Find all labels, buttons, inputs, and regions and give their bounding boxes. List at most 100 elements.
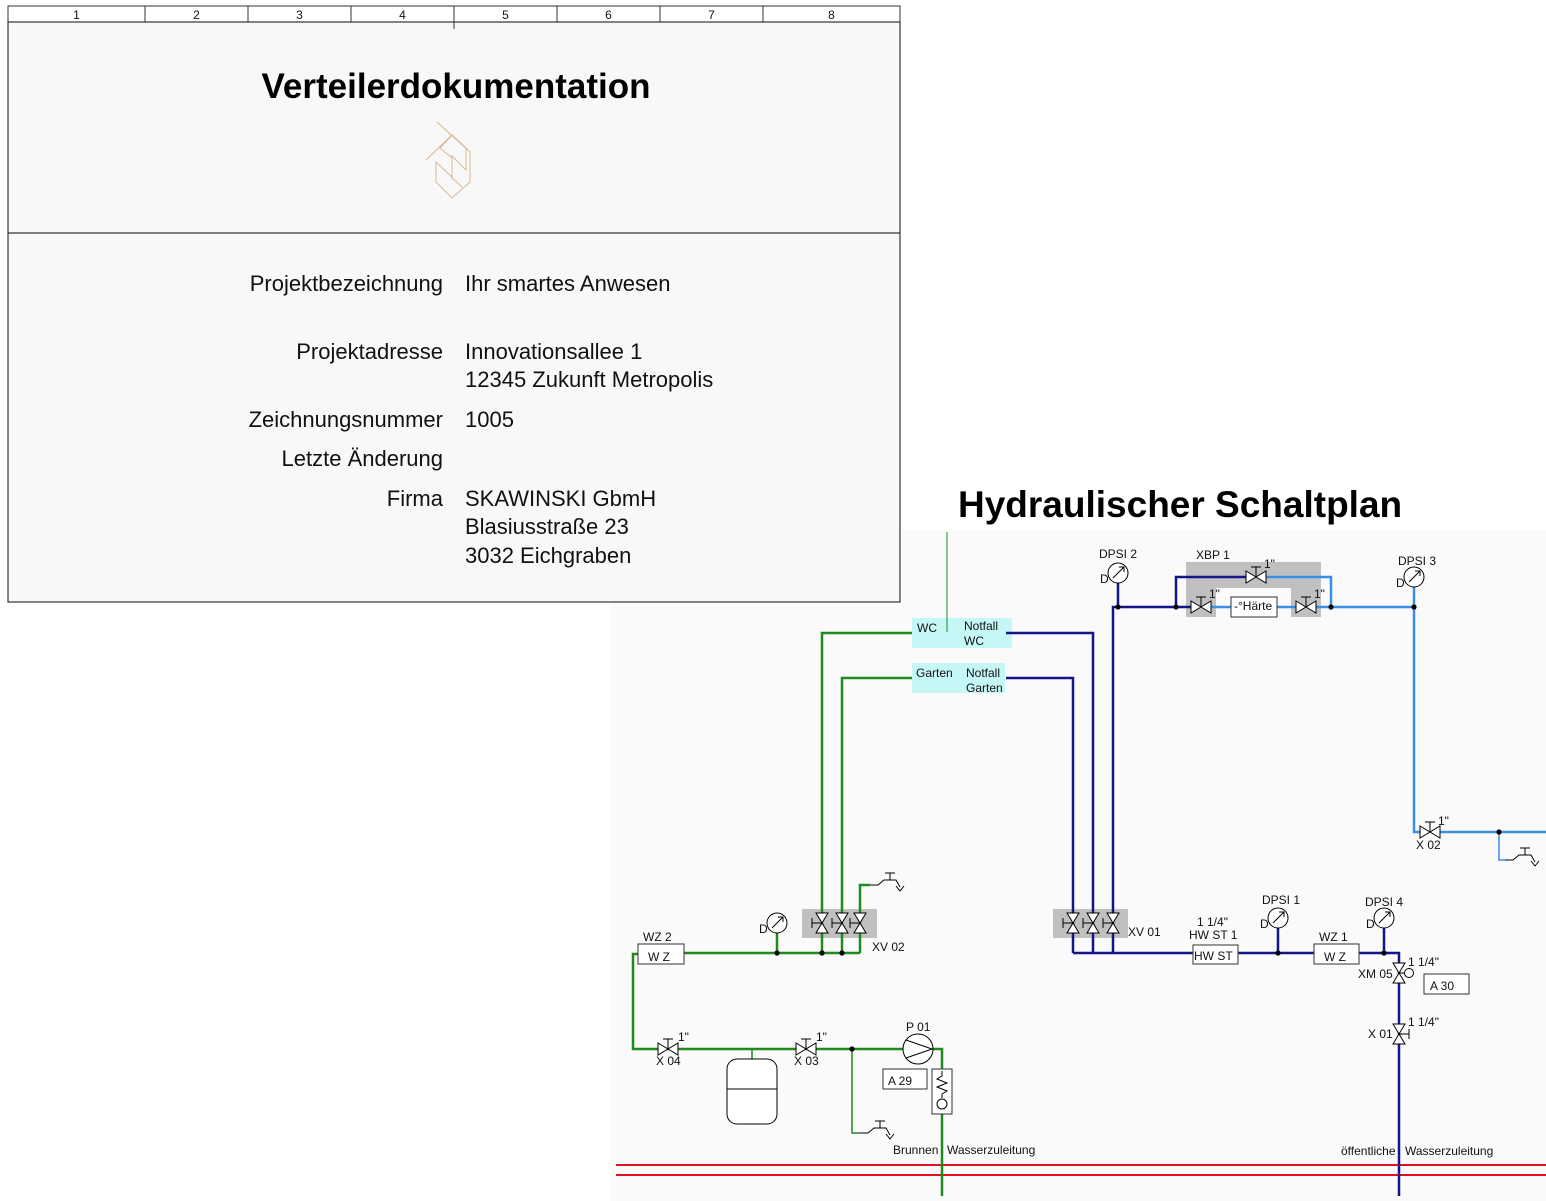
label-dpsi2: DPSI 2 (1099, 547, 1137, 561)
junction-dot (774, 950, 780, 956)
motor-actuator-icon (1404, 968, 1414, 978)
ruler-label: 1 (73, 8, 80, 22)
pressure-gauge-icon: D (1366, 907, 1395, 931)
faucet (1505, 847, 1540, 867)
label-x03: X 03 (794, 1054, 819, 1068)
zone-label-notfall-garten: Notfall (966, 666, 1000, 680)
expansion-tank-icon (726, 1058, 778, 1125)
size-label: 1 1/4" (1408, 955, 1439, 969)
label-hwst: HW ST (1194, 949, 1233, 963)
check-valve-spring (935, 1071, 949, 1098)
field-value: 12345 Zukunft Metropolis (465, 367, 713, 392)
field-value: Ihr smartes Anwesen (465, 271, 670, 296)
pipe (933, 1047, 944, 1196)
gauge-d-label: D (1396, 576, 1405, 590)
diagram-area (610, 530, 1546, 1201)
label-xv02: XV 02 (872, 940, 905, 954)
faucet-icon (870, 872, 905, 892)
valve-stem (1082, 918, 1093, 928)
zone-label-notfall-wc: Notfall (964, 619, 998, 633)
label-wz: W Z (648, 950, 670, 964)
junction-dot (819, 950, 825, 956)
pipe (1111, 605, 1191, 953)
valve-icon (1082, 912, 1100, 934)
junction-dot (1328, 604, 1334, 610)
title-block (7, 21, 901, 603)
gauge-d-label: D (1366, 917, 1375, 931)
label-x01: X 01 (1368, 1027, 1393, 1041)
junction-dot (1411, 604, 1417, 610)
junction-dot (1496, 829, 1502, 835)
label-public-supply: Wasserzuleitung (1405, 1144, 1493, 1158)
size-label: 1" (1314, 587, 1325, 601)
label-xbp1: XBP 1 (1196, 548, 1230, 562)
valve-icon (1102, 912, 1120, 934)
ruler-label: 5 (502, 8, 509, 22)
valve-icon (1245, 566, 1267, 584)
valve-stem (1251, 566, 1261, 577)
label-xm05: XM 05 (1358, 967, 1393, 981)
valve-icon (1295, 596, 1317, 614)
valve-stem (1425, 821, 1435, 832)
pump-icon (902, 1033, 934, 1065)
tag-label-a29: A 29 (888, 1074, 912, 1088)
junction-dot (1115, 604, 1121, 610)
ruler-label: 4 (399, 8, 406, 22)
gauge-needle (1378, 911, 1391, 924)
field-value: 1005 (465, 407, 514, 432)
label-x04: X 04 (656, 1054, 681, 1068)
diagram-title: Hydraulischer Schaltplan (958, 484, 1402, 525)
pressure-gauge-icon: D (1396, 566, 1425, 590)
valve-icon (1190, 596, 1212, 614)
faucet (870, 872, 905, 892)
label-dpsi1: DPSI 1 (1262, 893, 1300, 907)
gauge-needle (1272, 911, 1285, 924)
valve-icon (831, 912, 849, 934)
valve-icon (1392, 1023, 1410, 1045)
label-x02: X 02 (1416, 838, 1441, 852)
label-well-supply: Wasserzuleitung (947, 1143, 1035, 1157)
junction-dot (1275, 950, 1281, 956)
zone-label-garten: Garten (916, 666, 953, 680)
label-wz1: WZ 1 (1319, 930, 1348, 944)
size-label: 1" (816, 1030, 827, 1044)
ruler-label: 6 (605, 8, 612, 22)
tag-a29 (882, 1068, 928, 1090)
pump-arrow (905, 1039, 934, 1059)
faucet-icon (860, 1120, 895, 1140)
ruler-label: 7 (708, 8, 715, 22)
zone-label-wc: WC (917, 621, 937, 635)
label-haerte: -°Härte (1234, 599, 1272, 613)
valve-icon (1062, 912, 1080, 934)
ruler-label: 8 (828, 8, 835, 22)
zone-garten (912, 663, 1005, 693)
pressure-gauge-icon: D (1260, 907, 1289, 931)
junction-dot (839, 950, 845, 956)
tag-a30 (1423, 973, 1470, 995)
valve-icon (795, 1038, 817, 1056)
label-wz2: WZ 2 (643, 930, 672, 944)
size-label: 1" (678, 1030, 689, 1044)
valve-stem (1196, 596, 1206, 607)
junction-dot (1381, 950, 1387, 956)
size-label: 1 1/4" (1197, 915, 1228, 929)
document-title: Verteilerdokumentation (262, 67, 651, 106)
size-label: 1 1/4" (1408, 1015, 1439, 1029)
field-label: Zeichnungsnummer (249, 407, 443, 432)
valve-icon (1419, 821, 1441, 839)
valve-stem (1062, 918, 1073, 928)
pipe (1006, 676, 1075, 953)
label-dpsi3: DPSI 3 (1398, 554, 1436, 568)
field-value: Innovationsallee 1 (465, 339, 642, 364)
size-label: 1" (1438, 814, 1449, 828)
pressure-gauge-icon: D (1100, 562, 1129, 586)
valve-stem (811, 918, 822, 928)
pipe (631, 952, 903, 1051)
field-value: Blasiusstraße 23 (465, 514, 629, 539)
ruler-label: 2 (193, 8, 200, 22)
water-meter-wz2 (637, 943, 685, 965)
valve-icon (849, 912, 867, 934)
